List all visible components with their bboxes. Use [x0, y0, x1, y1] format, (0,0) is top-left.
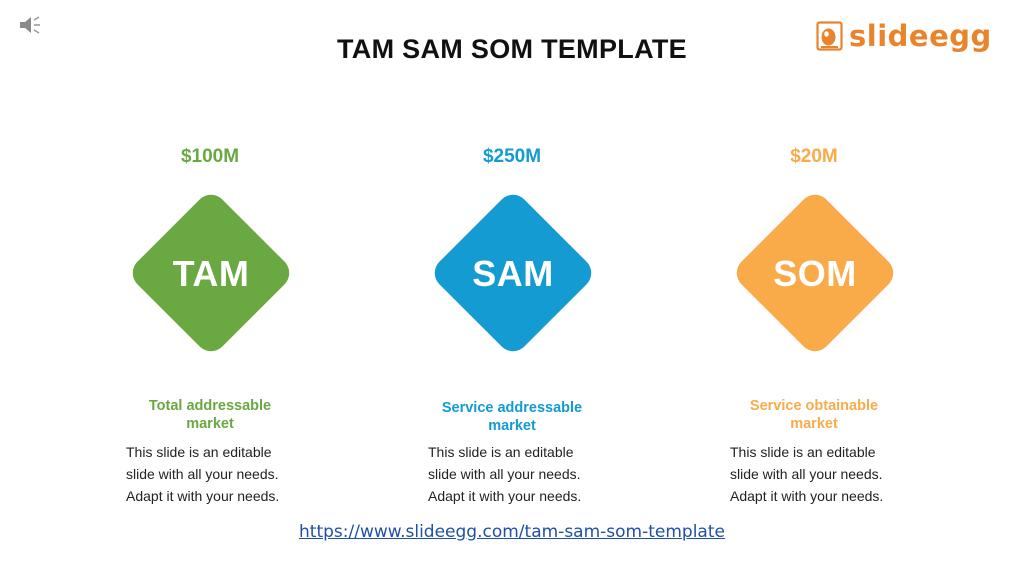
description-line: slide with all your needs.: [428, 466, 581, 482]
market-subtitle: Service obtainable market: [704, 397, 924, 433]
logo-text: slideegg: [849, 18, 992, 53]
subtitle-line: Service obtainable: [749, 398, 879, 414]
slide-title: TAM SAM SOM TEMPLATE: [337, 34, 687, 64]
diamond-label: SAM: [472, 253, 554, 294]
market-description: This slide is an editable slide with all…: [126, 441, 326, 507]
diamond-label: SOM: [773, 253, 857, 294]
description-line: slide with all your needs.: [730, 466, 883, 482]
diamond-label: TAM: [172, 253, 250, 294]
subtitle-line: Service addressable: [441, 400, 583, 416]
description-line: This slide is an editable: [126, 444, 272, 460]
description-line: This slide is an editable: [428, 444, 574, 460]
slideegg-logo: slideegg: [816, 16, 1006, 56]
market-diamond: SOM: [730, 188, 900, 360]
subtitle-line: market: [186, 416, 234, 432]
description-line: slide with all your needs.: [126, 466, 279, 482]
description-line: Adapt it with your needs.: [428, 488, 582, 504]
market-diamond: SAM: [428, 188, 598, 360]
market-subtitle: Service addressable market: [402, 399, 622, 435]
subtitle-line: Total addressable: [148, 398, 272, 414]
market-subtitle: Total addressable market: [100, 397, 320, 433]
subtitle-line: market: [488, 418, 536, 434]
description-line: Adapt it with your needs.: [730, 488, 884, 504]
market-description: This slide is an editable slide with all…: [730, 441, 930, 507]
market-diamond: TAM: [126, 188, 296, 360]
slideegg-logo-icon: [816, 21, 843, 51]
market-value: $100M: [180, 146, 240, 167]
market-description: This slide is an editable slide with all…: [428, 441, 628, 507]
subtitle-line: market: [790, 416, 838, 432]
description-line: Adapt it with your needs.: [126, 488, 280, 504]
speaker-icon[interactable]: [18, 14, 44, 36]
market-value: $20M: [790, 146, 838, 167]
description-line: This slide is an editable: [730, 444, 876, 460]
market-value: $250M: [482, 146, 542, 167]
template-link[interactable]: https://www.slideegg.com/tam-sam-som-tem…: [299, 522, 725, 542]
